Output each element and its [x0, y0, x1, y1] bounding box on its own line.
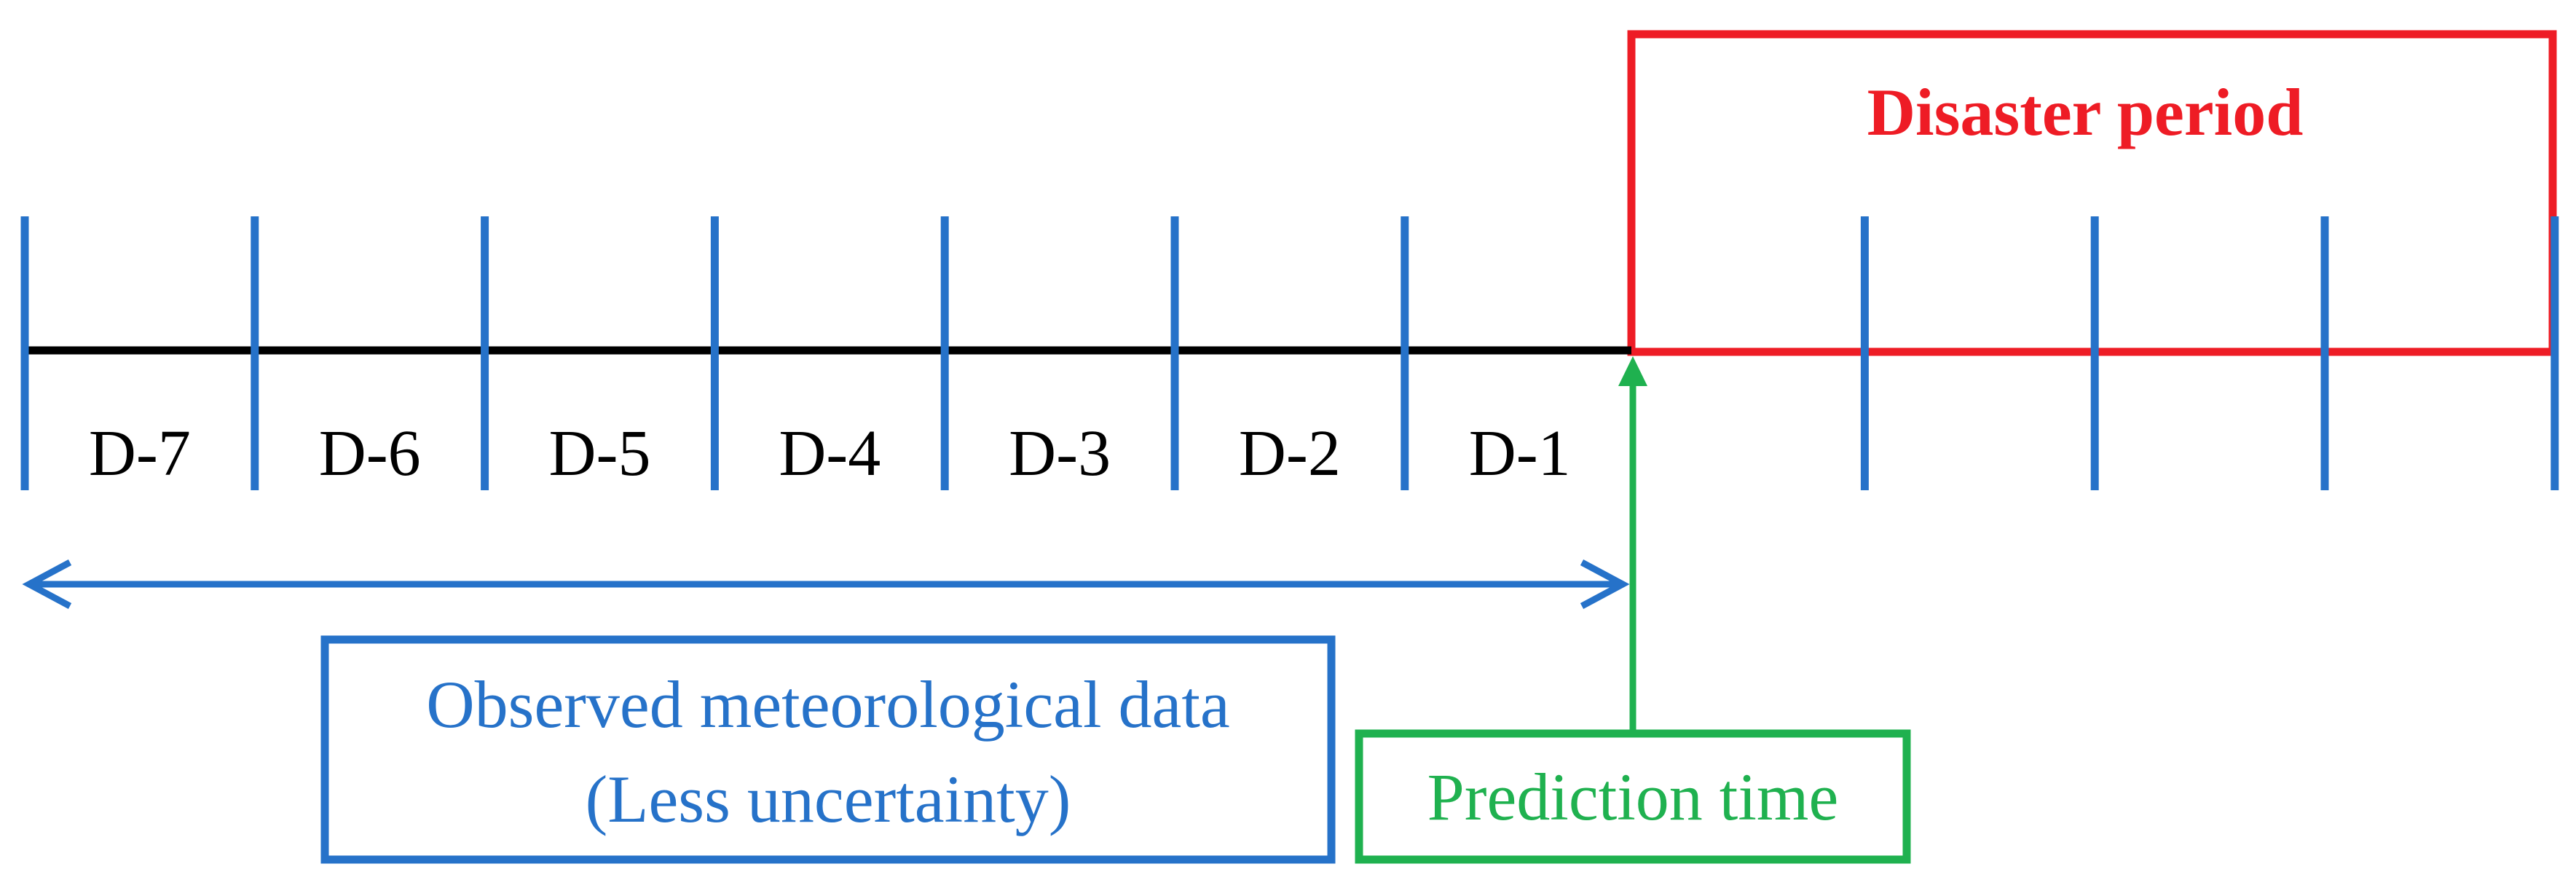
observed-data-line2: (Less uncertainty) [586, 762, 1071, 836]
disaster-period-label: Disaster period [1867, 75, 2304, 149]
day-label: D-4 [779, 417, 881, 490]
day-labels: D-7 D-6 D-5 D-4 D-3 D-2 D-1 [89, 417, 1571, 490]
timeline-ticks [20, 216, 2559, 490]
prediction-time-label: Prediction time [1427, 760, 1839, 834]
day-label: D-7 [89, 417, 191, 490]
observed-period-arrow [22, 559, 1630, 609]
observed-data-box [320, 635, 1336, 864]
day-label: D-1 [1469, 417, 1571, 490]
day-label: D-2 [1239, 417, 1341, 490]
day-label: D-6 [319, 417, 421, 490]
observed-data-line1: Observed meteorological data [426, 667, 1230, 742]
prediction-time-box [1355, 729, 1911, 864]
day-label: D-3 [1009, 417, 1111, 490]
prediction-time-arrow [1618, 356, 1647, 730]
day-label: D-5 [549, 417, 651, 490]
